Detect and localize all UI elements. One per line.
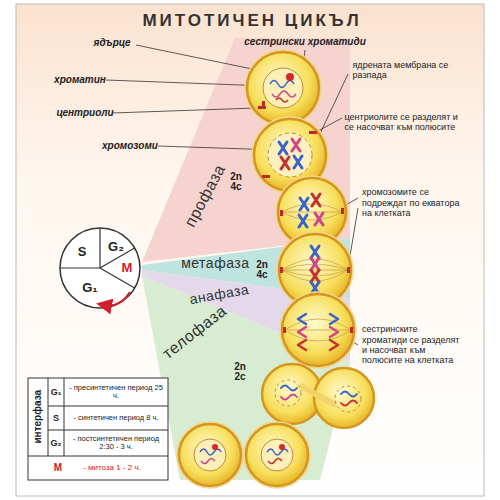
cycle-sector-label: G₁ (82, 281, 98, 296)
poster-title: МИТОТИЧЕН ЦИКЪЛ (142, 11, 361, 31)
phase-name: метафаза (178, 255, 253, 271)
table-cell: - пресинтетичен период 25 ч. (67, 384, 165, 400)
interphase-cell (245, 50, 321, 126)
ploidy-label: 2n 4c (227, 172, 245, 193)
note-text: хромозомите се подреждат по екватора на … (362, 187, 462, 218)
table-cell: интерфаза (32, 390, 44, 444)
table-cell: - постсинтетичен период 2:30 - 3 ч. (67, 435, 165, 451)
interphase-table (28, 378, 168, 480)
table-cell: G₂ (51, 438, 62, 448)
ploidy-label: 2n 2c (231, 362, 249, 383)
anaphase-cell (280, 292, 356, 368)
note-text: сестринските хроматиди се разделят и нас… (362, 324, 462, 365)
part-label: хромозоми (102, 140, 158, 152)
part-label: хроматин (54, 74, 106, 86)
telophase-cell (262, 364, 374, 428)
cycle-sector-label: G₂ (108, 240, 124, 255)
phase-band: метафаза (175, 254, 256, 275)
table-cell: G₁ (51, 387, 62, 397)
note-text: центриолите се разделят и се насочват къ… (345, 112, 460, 133)
table-cell: - синтетичен период 8 ч. (67, 414, 165, 422)
part-label: сестрински хроматиди (244, 36, 366, 48)
table-cell: M (54, 462, 62, 474)
part-label: центриоли (56, 107, 113, 119)
cycle-sector-label: M (122, 261, 133, 276)
part-label: ядърце (94, 37, 131, 49)
note-text: ядрената мембрана се разпада (353, 60, 458, 81)
daughter-cells (177, 422, 310, 488)
cycle-circle (60, 228, 140, 308)
table-cell: - митоза 1 - 2 ч. (62, 464, 162, 472)
ploidy-label: 2n 4c (253, 260, 271, 281)
cycle-sector-label: S (78, 245, 87, 260)
table-cell: S (53, 413, 59, 423)
poster-ground (16, 4, 484, 496)
